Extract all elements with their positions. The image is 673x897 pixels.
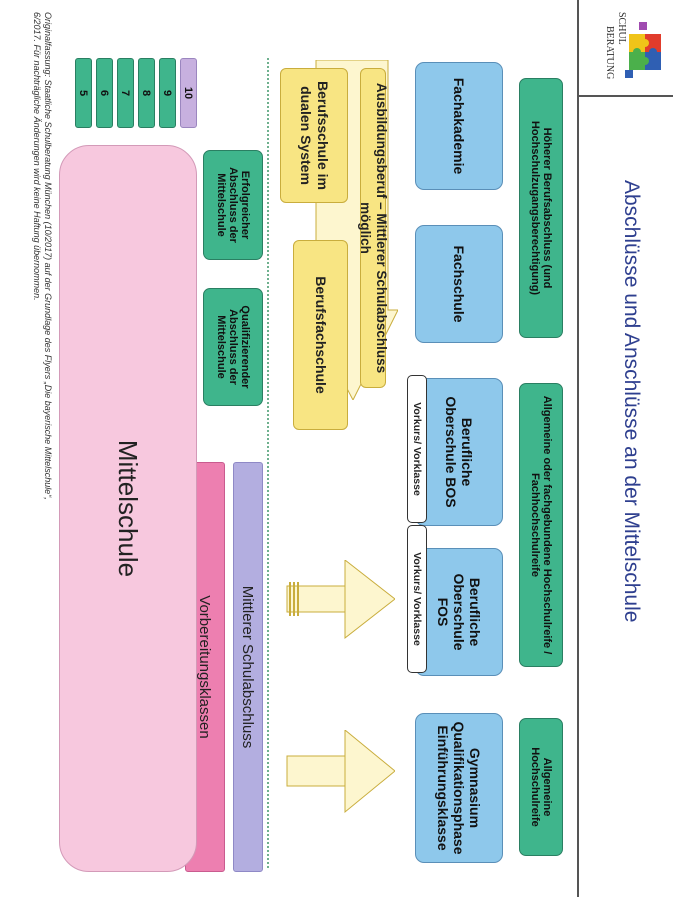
grade-10: 10 [180, 58, 197, 128]
dotted-separator [267, 58, 269, 868]
page-title: Abschlüsse und Anschlüsse an der Mittels… [620, 180, 643, 623]
footnote: Originalfassung: Staatliche Schulberatun… [31, 12, 53, 500]
header-rule-vertical [577, 95, 673, 97]
vorkurs-fos: Vorkurs/ Vorklasse [407, 525, 427, 673]
bar-mittlerer-schulabschluss: Mittlerer Schulabschluss [233, 462, 263, 872]
bar-ausbildungsberuf: Ausbildungsberuf – Mittlerer Schulabschl… [358, 68, 389, 388]
target-hochschulreife-fachhochschulreife: Allgemeine oder fachgebundene Hochschulr… [519, 383, 563, 667]
arrow-to-fos [286, 560, 395, 640]
target-allgemeine-hochschulreife: Allgemeine Hochschulreife [519, 718, 563, 856]
grade-6: 6 [96, 58, 113, 128]
box-fachakademie: Fachakademie [415, 62, 503, 190]
grade-9: 9 [159, 58, 176, 128]
vorkurs-bos: Vorkurs/ Vorklasse [407, 375, 427, 523]
box-gymnasium: Gymnasium Qualifikationsphase Einführung… [415, 713, 503, 863]
grade-7: 7 [117, 58, 134, 128]
box-mittelschule: Mittelschule [59, 145, 197, 872]
arrow-to-gymnasium [286, 730, 395, 814]
puzzle-logo-icon [625, 22, 661, 78]
logo-text-bottom: BERATUNG [604, 26, 615, 80]
box-berufsfachschule: Berufsfachschule [293, 240, 348, 430]
grade-5: 5 [75, 58, 92, 128]
box-fachschule: Fachschule [415, 225, 503, 343]
box-erfolgreicher-abschluss: Erfolgreicher Abschluss der Mittelschule [203, 150, 263, 260]
grade-8: 8 [138, 58, 155, 128]
header-rule-horizontal [577, 0, 579, 897]
box-qualifizierender-abschluss: Qualifizierender Abschluss der Mittelsch… [203, 288, 263, 406]
logo: SCHUL BERATUNG [591, 8, 673, 86]
box-bos: Berufliche Oberschule BOS [415, 378, 503, 526]
box-fos: Berufliche Oberschule FOS [415, 548, 503, 676]
box-berufsschule: Berufsschule im dualen System [280, 68, 348, 203]
target-hoeherer-berufsabschluss: Höherer Berufsabschluss (und Hochschulzu… [519, 78, 563, 338]
logo-text-top: SCHUL [616, 12, 627, 45]
